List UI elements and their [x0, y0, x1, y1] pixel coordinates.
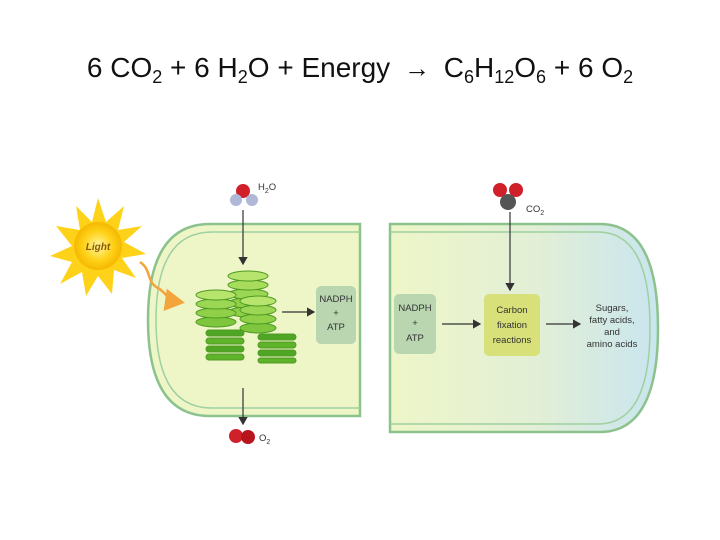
svg-text:fixation: fixation	[497, 320, 527, 331]
water-molecule-icon	[230, 184, 258, 206]
o2-label: O2	[259, 433, 270, 446]
nadph-atp-box-left: NADPH + ATP	[316, 286, 356, 344]
co2-label: CO2	[526, 204, 544, 217]
svg-text:Carbon: Carbon	[496, 305, 527, 316]
svg-text:+: +	[333, 308, 339, 319]
granum-stack	[195, 289, 237, 328]
light-arrow-icon	[139, 260, 185, 312]
svg-text:ATP: ATP	[327, 322, 345, 333]
o2-formula: O2	[601, 52, 634, 87]
svg-text:Sugars,: Sugars,	[596, 303, 629, 314]
svg-text:NADPH: NADPH	[398, 303, 431, 314]
svg-text:and: and	[604, 327, 620, 338]
thylakoid-grana	[195, 270, 297, 364]
coef-h2o: 6	[194, 52, 210, 83]
coef-o2: 6	[577, 52, 594, 83]
plus-sign: +	[277, 52, 294, 83]
carbon-fixation-box: Carbon fixation reactions	[484, 294, 540, 356]
sun-icon: Light	[50, 198, 146, 296]
co2-formula: CO2	[110, 52, 163, 87]
h2o-formula: H2O	[217, 52, 270, 87]
nadph-atp-box-right: NADPH + ATP	[394, 294, 436, 354]
products-label: Sugars, fatty acids, and amino acids	[587, 303, 638, 350]
plus-sign: +	[553, 52, 571, 83]
arrow-right-icon: →	[403, 53, 430, 83]
svg-text:amino acids: amino acids	[587, 339, 638, 350]
plus-sign: +	[170, 52, 187, 83]
granum-stack	[257, 333, 297, 364]
carbon-dioxide-molecule-icon	[493, 183, 523, 210]
glucose-formula: C6H12O6	[443, 52, 547, 87]
energy-term: Energy	[301, 52, 391, 83]
coef-co2: 6	[86, 52, 103, 83]
granum-stack	[205, 329, 245, 361]
svg-text:reactions: reactions	[493, 335, 532, 346]
svg-text:+: +	[412, 318, 418, 329]
light-label: Light	[86, 242, 111, 253]
svg-text:fatty acids,: fatty acids,	[589, 315, 634, 326]
oxygen-molecule-icon	[229, 429, 255, 444]
h2o-label: H2O	[258, 182, 276, 195]
svg-text:NADPH: NADPH	[319, 294, 352, 305]
photosynthesis-equation: 6 CO2 + 6 H2O + Energy → C6H12O6 + 6 O2	[0, 52, 720, 87]
granum-stack	[239, 295, 277, 334]
svg-text:ATP: ATP	[406, 333, 424, 344]
